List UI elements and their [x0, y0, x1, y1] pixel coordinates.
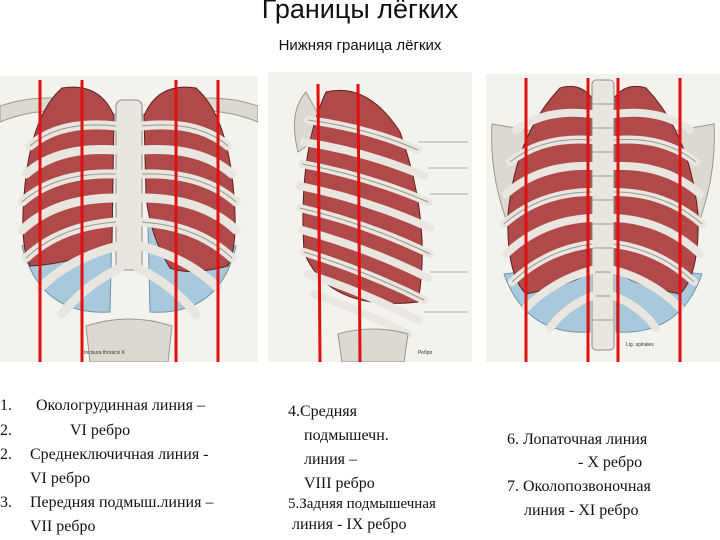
list-item-text: 7. Околопозвоночная [507, 478, 651, 495]
list-item-text: Передняя подмыш.линия – [30, 494, 214, 511]
list-item-text: линия - XI ребро [524, 502, 639, 519]
list-item-text: VII ребро [30, 518, 96, 535]
front-view-caption: Incisura thoracis K [84, 350, 126, 356]
list-item-text: подмышечн. [304, 427, 389, 444]
list-item-text: 4.Средняя [288, 403, 357, 420]
list-item-text: линия – [304, 451, 358, 468]
page-subtitle: Нижняя граница лёгких [278, 37, 442, 54]
list-item-text: 5.Задняя подмышечная [288, 496, 436, 512]
back-view-caption: Lig. spinales [626, 342, 654, 348]
list-item-text: VIII ребро [304, 475, 375, 492]
list-item-text: Окологрудинная линия – [36, 397, 205, 414]
list-item-text: линия - IX ребро [292, 516, 407, 533]
list-item-text: VI ребро [70, 422, 131, 439]
list-number: 3. [0, 494, 12, 511]
list-number: 1. [0, 397, 12, 414]
page-title: Границы лёгких [261, 0, 459, 24]
list-item-text: Среднеключичная линия - [30, 446, 209, 463]
back-view-illustration: Lig. spinales [486, 74, 720, 362]
list-item-text: - X ребро [578, 454, 643, 471]
list-number: 2. [0, 446, 12, 463]
list-item-text: VI ребро [30, 470, 91, 487]
side-view-illustration: Ребро [268, 72, 472, 362]
front-view-illustration: Incisura thoracis K [0, 76, 258, 362]
list-number: 2. [0, 422, 12, 439]
side-view-caption: Ребро [418, 350, 433, 356]
list-item-text: 6. Лопаточная линия [507, 431, 648, 448]
